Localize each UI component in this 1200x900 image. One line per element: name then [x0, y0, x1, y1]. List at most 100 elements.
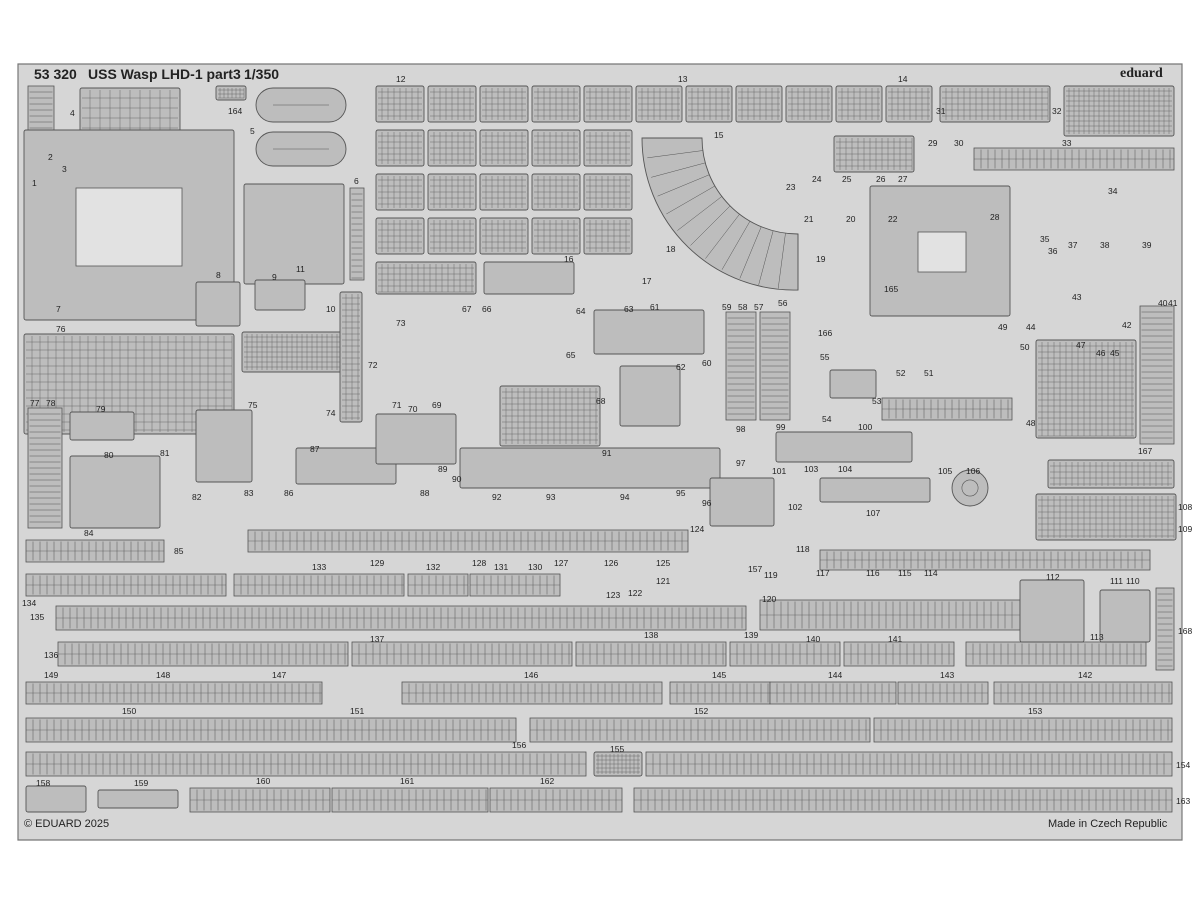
part-number-label: 111: [1110, 576, 1123, 586]
part-number-label: 136: [44, 650, 58, 660]
part-number-label: 44: [1026, 322, 1036, 332]
kit-title: USS Wasp LHD-1 part3: [88, 66, 241, 82]
rail-124: [247, 529, 689, 553]
part-number-label: 13: [678, 74, 688, 84]
part-number-label: 119: [764, 570, 778, 580]
part-number-label: 8: [216, 270, 221, 280]
part-number-label: 142: [1078, 670, 1092, 680]
kit-scale: 1/350: [244, 66, 280, 82]
part-number-label: 154: [1176, 760, 1190, 770]
part-number-label: 81: [160, 448, 170, 458]
part-number-label: 112: [1046, 572, 1060, 582]
part-number-label: 126: [604, 558, 618, 568]
part-number-label: 150: [122, 706, 136, 716]
part-53: [829, 369, 877, 399]
rail-138: [575, 641, 727, 667]
part-number-label: 55: [820, 352, 830, 362]
part-number-label: 108: [1178, 502, 1192, 512]
part-number-label: 84: [84, 528, 94, 538]
part-number-label: 168: [1178, 626, 1192, 636]
hatch-part-5b: [255, 131, 347, 167]
part-number-label: 155: [610, 744, 624, 754]
part-number-label: 28: [990, 212, 1000, 222]
part-46-47: [1035, 339, 1137, 439]
part-158: [25, 785, 87, 813]
part-number-label: 54: [822, 414, 832, 424]
part-number-label: 123: [606, 590, 620, 600]
part-number-label: 7: [56, 304, 61, 314]
part-13-14: [835, 85, 883, 123]
part-number-label: 91: [602, 448, 612, 458]
part-number-label: 27: [898, 174, 908, 184]
rail-161: [331, 787, 489, 813]
part-number-label: 144: [828, 670, 842, 680]
part-12: [583, 129, 633, 167]
opening: [917, 231, 967, 273]
ladder-77: [27, 407, 63, 529]
rail-33: [973, 147, 1175, 171]
part-number-label: 160: [256, 776, 270, 786]
part-number-label: 141: [888, 634, 902, 644]
part-number-label: 10: [326, 304, 336, 314]
part-number-label: 107: [866, 508, 880, 518]
part-25-27: [833, 135, 915, 173]
part-number-label: 151: [350, 706, 364, 716]
part-31: [939, 85, 1051, 123]
part-number-label: 16: [564, 254, 574, 264]
part-number-label: 59: [722, 302, 732, 312]
part-number-label: 104: [838, 464, 852, 474]
part-104: [819, 477, 931, 503]
part-number-label: 52: [896, 368, 906, 378]
part-12: [427, 217, 477, 255]
part-number-label: 20: [846, 214, 856, 224]
part-number-label: 30: [954, 138, 964, 148]
cross-part: [339, 291, 363, 423]
part-159: [97, 789, 179, 809]
part-12: [479, 85, 529, 123]
part-number-label: 166: [818, 328, 832, 338]
part-number-label: 101: [772, 466, 786, 476]
rail-145: [669, 681, 771, 705]
part-12: [427, 173, 477, 211]
part-number-label: 57: [754, 302, 764, 312]
part-number-label: 153: [1028, 706, 1042, 716]
part-number-label: 114: [924, 568, 938, 578]
part-62: [619, 365, 681, 427]
part-number-label: 12: [396, 74, 406, 84]
part-number-label: 147: [272, 670, 286, 680]
part-number-label: 76: [56, 324, 66, 334]
ladder-59: [725, 311, 757, 421]
part-number-label: 164: [228, 106, 242, 116]
part-number-label: 35: [1040, 234, 1050, 244]
deck-panel-4: [79, 87, 181, 137]
part-number-label: 18: [666, 244, 676, 254]
set-number: 53 320: [34, 66, 77, 82]
part-number-label: 39: [1142, 240, 1152, 250]
part-number-label: 105: [938, 466, 952, 476]
part-number-label: 78: [46, 398, 56, 408]
origin-text: Made in Czech Republic: [1048, 818, 1168, 830]
part-number-label: 152: [694, 706, 708, 716]
part-number-label: 135: [30, 612, 44, 622]
part-number-label: 95: [676, 488, 686, 498]
part-number-label: 66: [482, 304, 492, 314]
part-number-label: 73: [396, 318, 406, 328]
part-number-label: 87: [310, 444, 320, 454]
rail-137-top: [55, 605, 747, 631]
part-12: [531, 129, 581, 167]
part-108: [1035, 493, 1177, 541]
part-number-label: 88: [420, 488, 430, 498]
rail-137: [351, 641, 573, 667]
part-number-label: 3: [62, 164, 67, 174]
part-87: [295, 447, 397, 485]
part-number-label: 138: [644, 630, 658, 640]
part-number-label: 64: [576, 306, 586, 316]
elevator-opening: [75, 187, 183, 267]
part-number-label: 75: [248, 400, 258, 410]
rail-146: [401, 681, 663, 705]
part-number-label: 94: [620, 492, 630, 502]
part-number-label: 77: [30, 398, 40, 408]
part-number-label: 22: [888, 214, 898, 224]
part-number-label: 102: [788, 502, 802, 512]
